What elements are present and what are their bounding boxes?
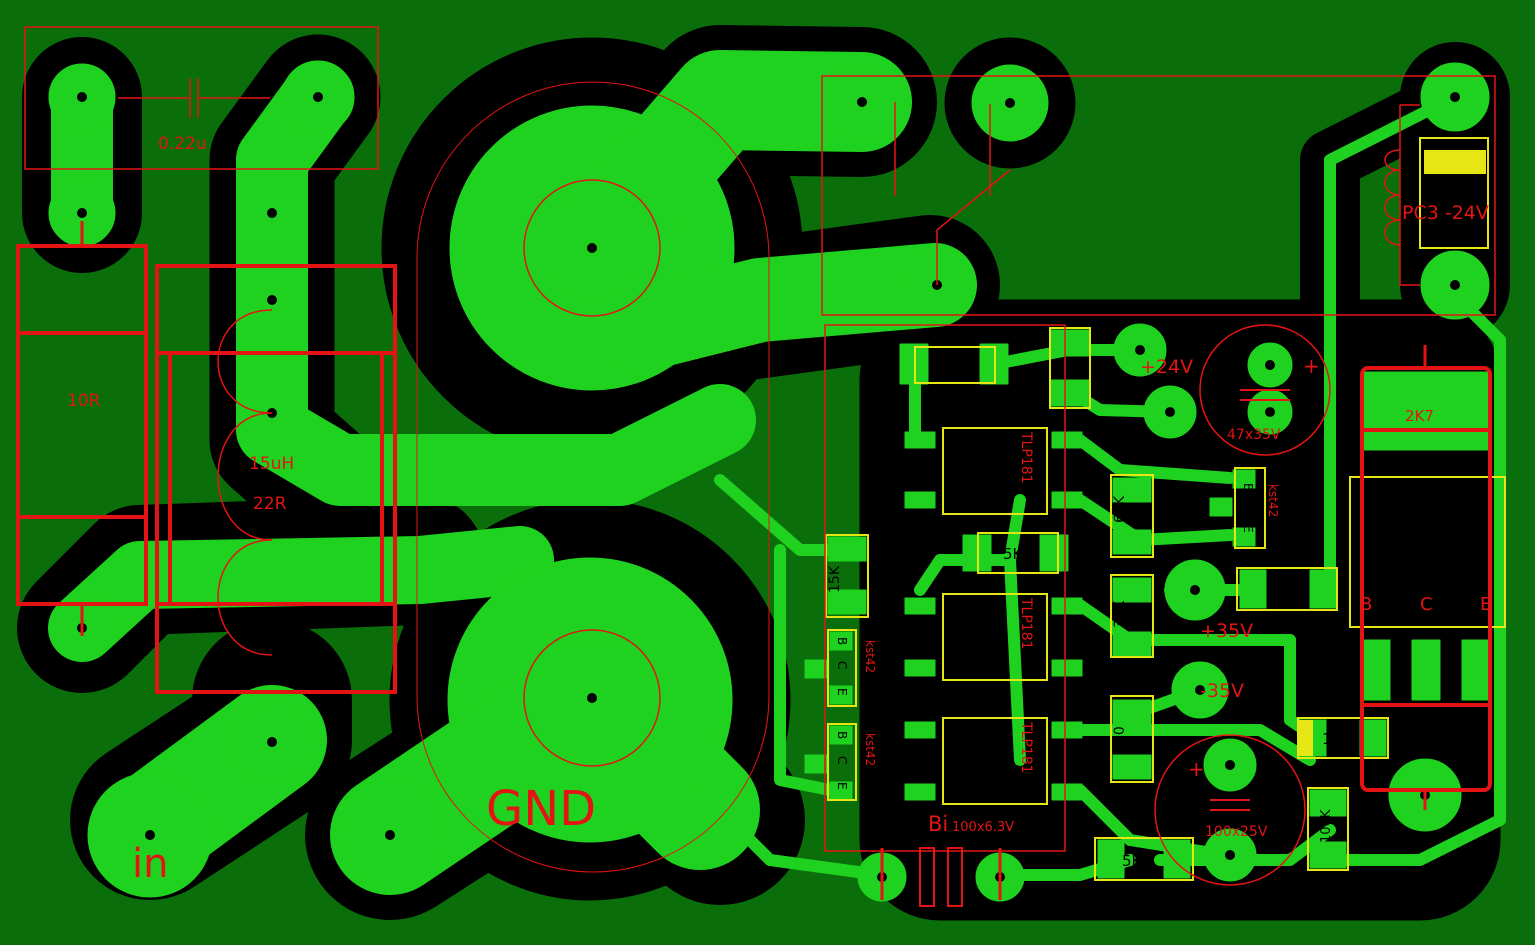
labels: 0.22u 10R 15uH 22R in GND 5K6 10K +24V 4… — [67, 134, 1491, 887]
relay-band — [1424, 150, 1486, 174]
cap-bi-label: Bi — [928, 812, 948, 836]
cap-bi-value: 100x6.3V — [952, 820, 1014, 835]
res-2k7-label: 2K7 — [1405, 407, 1434, 425]
kst42-bot-label: kst42 — [863, 733, 877, 766]
kst42-top-c: C — [1241, 503, 1255, 511]
zener-label: 18V — [1322, 730, 1352, 748]
kst42-bot-e: E — [835, 782, 849, 790]
opto2-label: TLP181 — [1018, 597, 1034, 650]
res-15k-label: 15K — [827, 565, 843, 593]
silkscreen-outlines — [16, 26, 1496, 907]
opto1-label: TLP181 — [1018, 431, 1034, 484]
kst42-mid-e: E — [835, 688, 849, 696]
kst42-mid-b: B — [835, 637, 849, 645]
input-label: in — [132, 841, 168, 887]
opto3-label: TLP181 — [1018, 721, 1034, 774]
kst42-bot-c: C — [835, 756, 849, 764]
res-5k6-bot-label: 5K6 — [1122, 852, 1151, 870]
kst42-top-e: E — [1241, 525, 1255, 533]
res-10r-label: 10R — [67, 391, 101, 411]
component-bodies — [825, 137, 1506, 881]
zener-band — [1297, 720, 1313, 756]
plus35v-label: +35V — [1200, 620, 1253, 642]
cap-input-label: 0.22u — [158, 134, 207, 154]
res-5k6-mid-label: 5K6 — [1003, 545, 1032, 563]
cap-100-label: 100x25V — [1205, 824, 1268, 840]
res-000-b-label: 000 — [1112, 726, 1128, 753]
kst42-mid-c: C — [835, 661, 849, 669]
res-5k6-top-label: 5K6 — [939, 357, 968, 375]
res-68k-label: 68K — [1112, 495, 1128, 523]
cap-100-plus: + — [1188, 757, 1205, 781]
kst42-top-b: B — [1241, 483, 1255, 491]
minus35v-label: -35V — [1200, 680, 1244, 702]
res-33k-label: 33K — [1112, 600, 1128, 628]
tr-pin-e: E — [1480, 594, 1491, 615]
kst42-mid-label: kst42 — [863, 640, 877, 673]
relay-label: PC3 -24V — [1402, 202, 1489, 224]
kst42-bot-b: B — [835, 731, 849, 739]
kst42-top-label: kst42 — [1266, 484, 1280, 517]
tr-pin-c: C — [1420, 594, 1433, 615]
res-100k-label: 100K — [1319, 809, 1334, 843]
res-22r-label: 22R — [253, 494, 287, 514]
gnd-label: GND — [486, 781, 596, 837]
tr-pin-b: B — [1360, 594, 1372, 615]
cap-47-plus: + — [1303, 354, 1320, 378]
inductor-label: 15uH — [249, 454, 294, 474]
cap-47-label: 47x35V — [1227, 427, 1281, 443]
plus24v-label: +24V — [1140, 356, 1193, 378]
res-10k-label: 10K — [1057, 363, 1083, 378]
res-000-a-label: 000 — [1268, 582, 1297, 600]
